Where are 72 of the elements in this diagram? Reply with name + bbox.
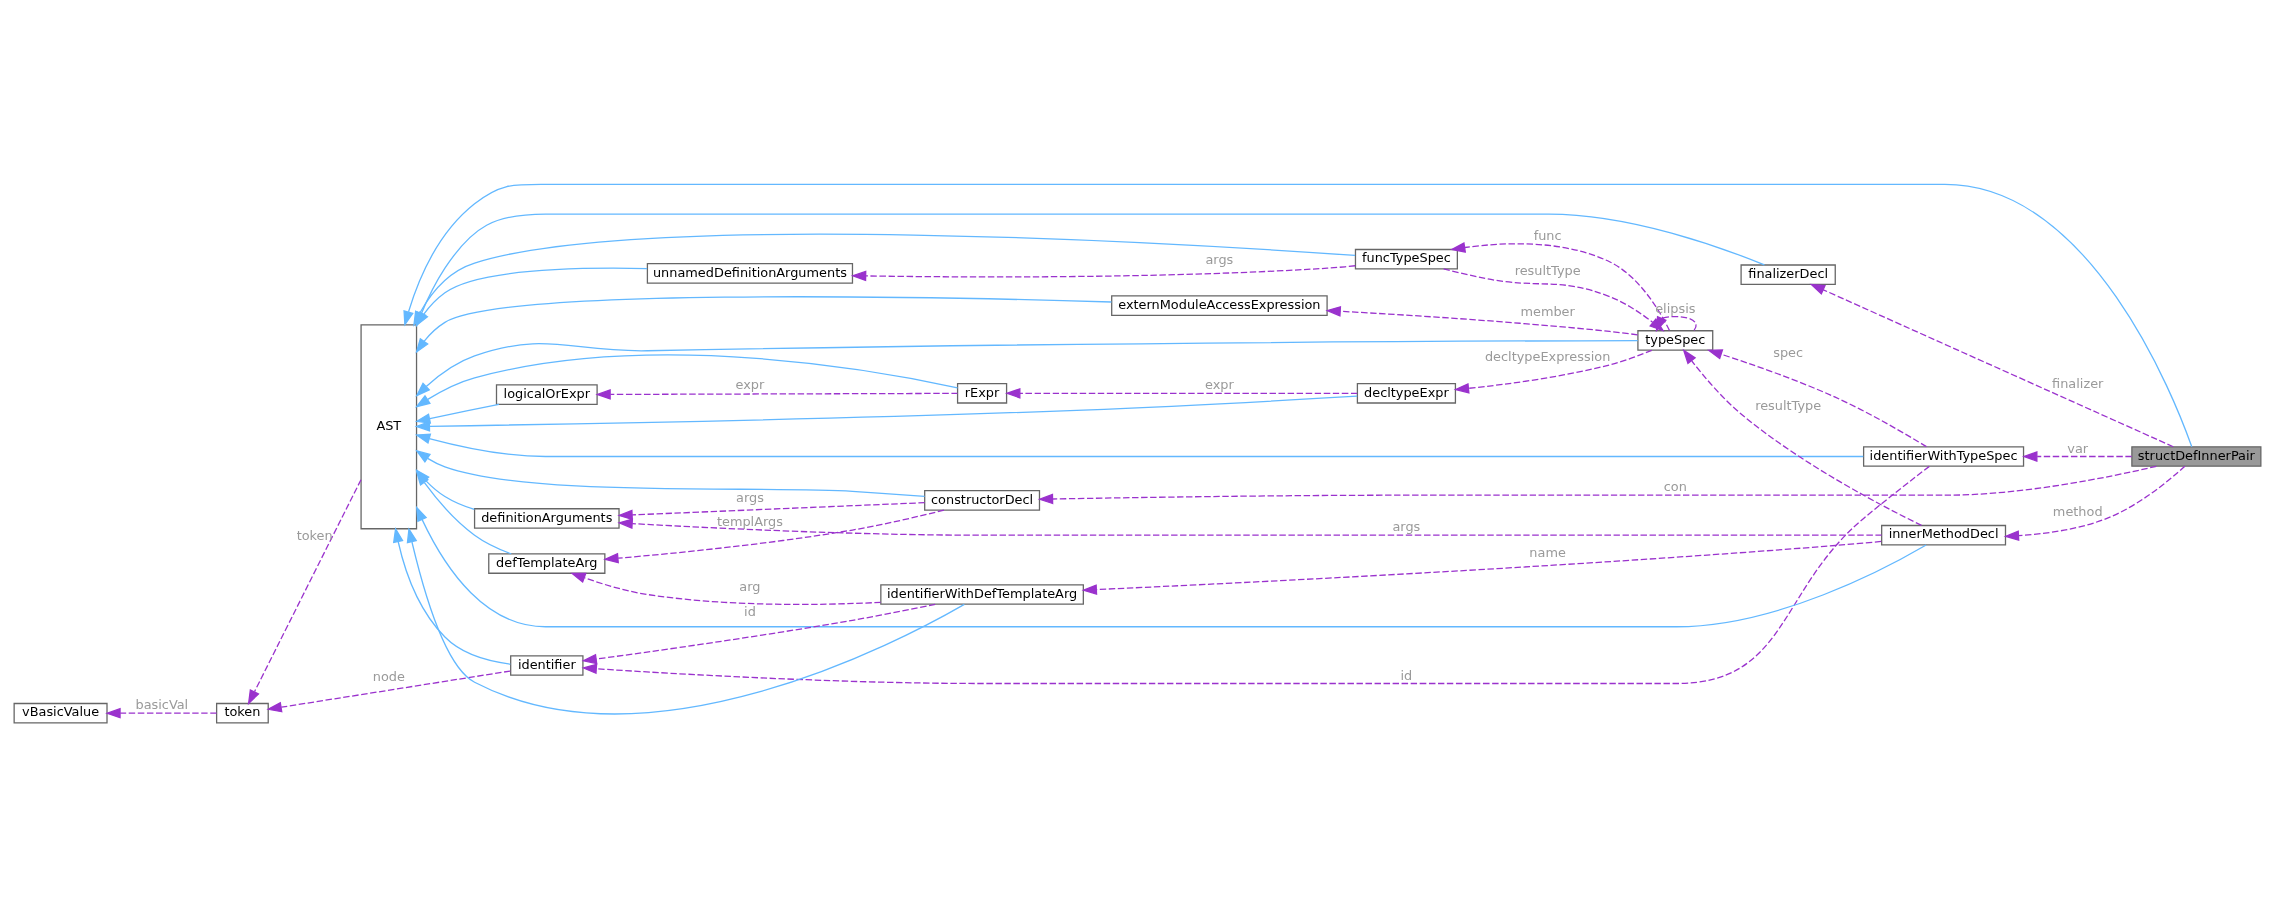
arrow bbox=[1325, 305, 1639, 336]
edge-label: id bbox=[1400, 667, 1413, 683]
arrow bbox=[406, 527, 965, 715]
node-box: decltypeExpr bbox=[1356, 383, 1457, 404]
arrow bbox=[1655, 315, 1697, 333]
node-box: AST bbox=[360, 324, 418, 530]
node-box: typeSpec bbox=[1637, 330, 1714, 351]
node-box: token bbox=[216, 702, 269, 724]
edge-label: basicVal bbox=[135, 697, 189, 713]
arrow bbox=[2022, 451, 2133, 462]
node-box: identifierWithTypeSpec bbox=[1862, 446, 2025, 467]
arrow bbox=[595, 389, 959, 400]
edge-label: func bbox=[1533, 227, 1562, 243]
arrow bbox=[1453, 349, 1653, 394]
edge-label: args bbox=[1205, 252, 1234, 268]
edge-label: expr bbox=[735, 377, 765, 393]
arrow bbox=[570, 572, 882, 606]
edge-label: args bbox=[1392, 519, 1421, 535]
node-box: innerMethodDecl bbox=[1881, 524, 2007, 546]
arrow bbox=[2003, 465, 2186, 542]
node-box: vBasicValue bbox=[13, 702, 108, 724]
arrow bbox=[581, 603, 936, 665]
arrow bbox=[247, 479, 362, 706]
node-box: identifier bbox=[510, 655, 584, 676]
node-box: funcTypeSpec bbox=[1354, 248, 1458, 270]
node-box: constructorDecl bbox=[924, 490, 1041, 511]
arrow bbox=[1706, 349, 1928, 448]
arrow bbox=[581, 465, 1930, 685]
edge-label: node bbox=[372, 668, 405, 684]
node-box: externModuleAccessExpression bbox=[1111, 295, 1328, 316]
edge-label: args bbox=[736, 489, 764, 505]
edge-label: finalizer bbox=[2052, 376, 2104, 392]
node-box: defTemplateArg bbox=[488, 553, 606, 574]
arrow bbox=[403, 183, 2193, 448]
arrow bbox=[266, 670, 511, 713]
arrow bbox=[617, 518, 1883, 536]
arrow bbox=[1682, 348, 1923, 526]
node-box: unnamedDefinitionArguments bbox=[646, 263, 854, 284]
node-box: rExpr bbox=[956, 383, 1008, 404]
arrow bbox=[414, 395, 1358, 432]
arrow bbox=[414, 403, 500, 424]
edge-label: resultType bbox=[1514, 262, 1581, 278]
edge-label: expr bbox=[1205, 377, 1234, 393]
arrow bbox=[414, 433, 1864, 458]
node-box: identifierWithDefTemplateArg bbox=[880, 584, 1084, 605]
edge-label: templArgs bbox=[716, 514, 783, 530]
edge-label: method bbox=[2052, 503, 2103, 519]
edge-label: con bbox=[1663, 479, 1687, 495]
edge-label: member bbox=[1520, 303, 1575, 319]
node-box: definitionArguments bbox=[473, 508, 620, 529]
arrow bbox=[392, 526, 511, 665]
edge-label: token bbox=[296, 528, 333, 544]
edge-label: spec bbox=[1773, 345, 1804, 361]
arrow bbox=[603, 509, 945, 564]
edge-label: decltypeExpression bbox=[1484, 349, 1611, 365]
edge-label: arg bbox=[739, 578, 761, 594]
node-box: finalizerDecl bbox=[1740, 264, 1836, 285]
arrow bbox=[415, 339, 1639, 397]
edge-label: id bbox=[744, 604, 756, 620]
edge-label: name bbox=[1529, 545, 1566, 561]
node-box: structDefInnerPair bbox=[2131, 446, 2262, 467]
arrow bbox=[850, 265, 1356, 282]
arrow bbox=[1005, 387, 1358, 399]
arrow bbox=[1081, 540, 1882, 595]
arrow bbox=[1037, 465, 2157, 505]
edge-label: resultType bbox=[1755, 398, 1822, 414]
arrow bbox=[617, 502, 926, 521]
arrow bbox=[105, 707, 218, 719]
arrow bbox=[1809, 283, 2174, 448]
node-box: logicalOrExpr bbox=[495, 384, 598, 405]
edge-label: var bbox=[2067, 440, 2089, 456]
edge-label: elipsis bbox=[1655, 300, 1696, 316]
